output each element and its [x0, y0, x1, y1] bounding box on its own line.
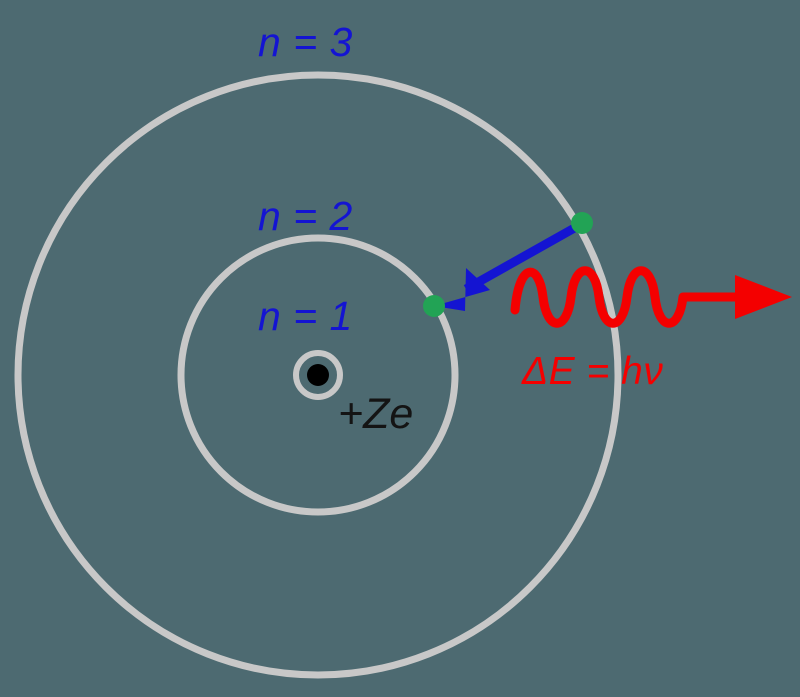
- electron-on-n2: [423, 295, 445, 317]
- photon-arrow-head: [735, 275, 792, 319]
- transition-arrow-head: [434, 268, 490, 311]
- orbit-label-n1: n = 1: [258, 293, 353, 339]
- nucleus-dot: [307, 364, 329, 386]
- photon-wave-path: [510, 266, 745, 328]
- photon-energy-label: ΔE = hν: [522, 350, 664, 393]
- orbit-circle-n3: [14, 71, 622, 679]
- orbit-circle-n1: [293, 350, 343, 400]
- nucleus-charge-label: +Ze: [338, 390, 414, 438]
- electron-on-n3: [571, 212, 593, 234]
- orbit-label-n3: n = 3: [258, 19, 353, 65]
- orbit-label-n2: n = 2: [258, 193, 353, 239]
- orbit-circle-n2: [177, 234, 459, 516]
- transition-arrow-shaft: [463, 222, 581, 293]
